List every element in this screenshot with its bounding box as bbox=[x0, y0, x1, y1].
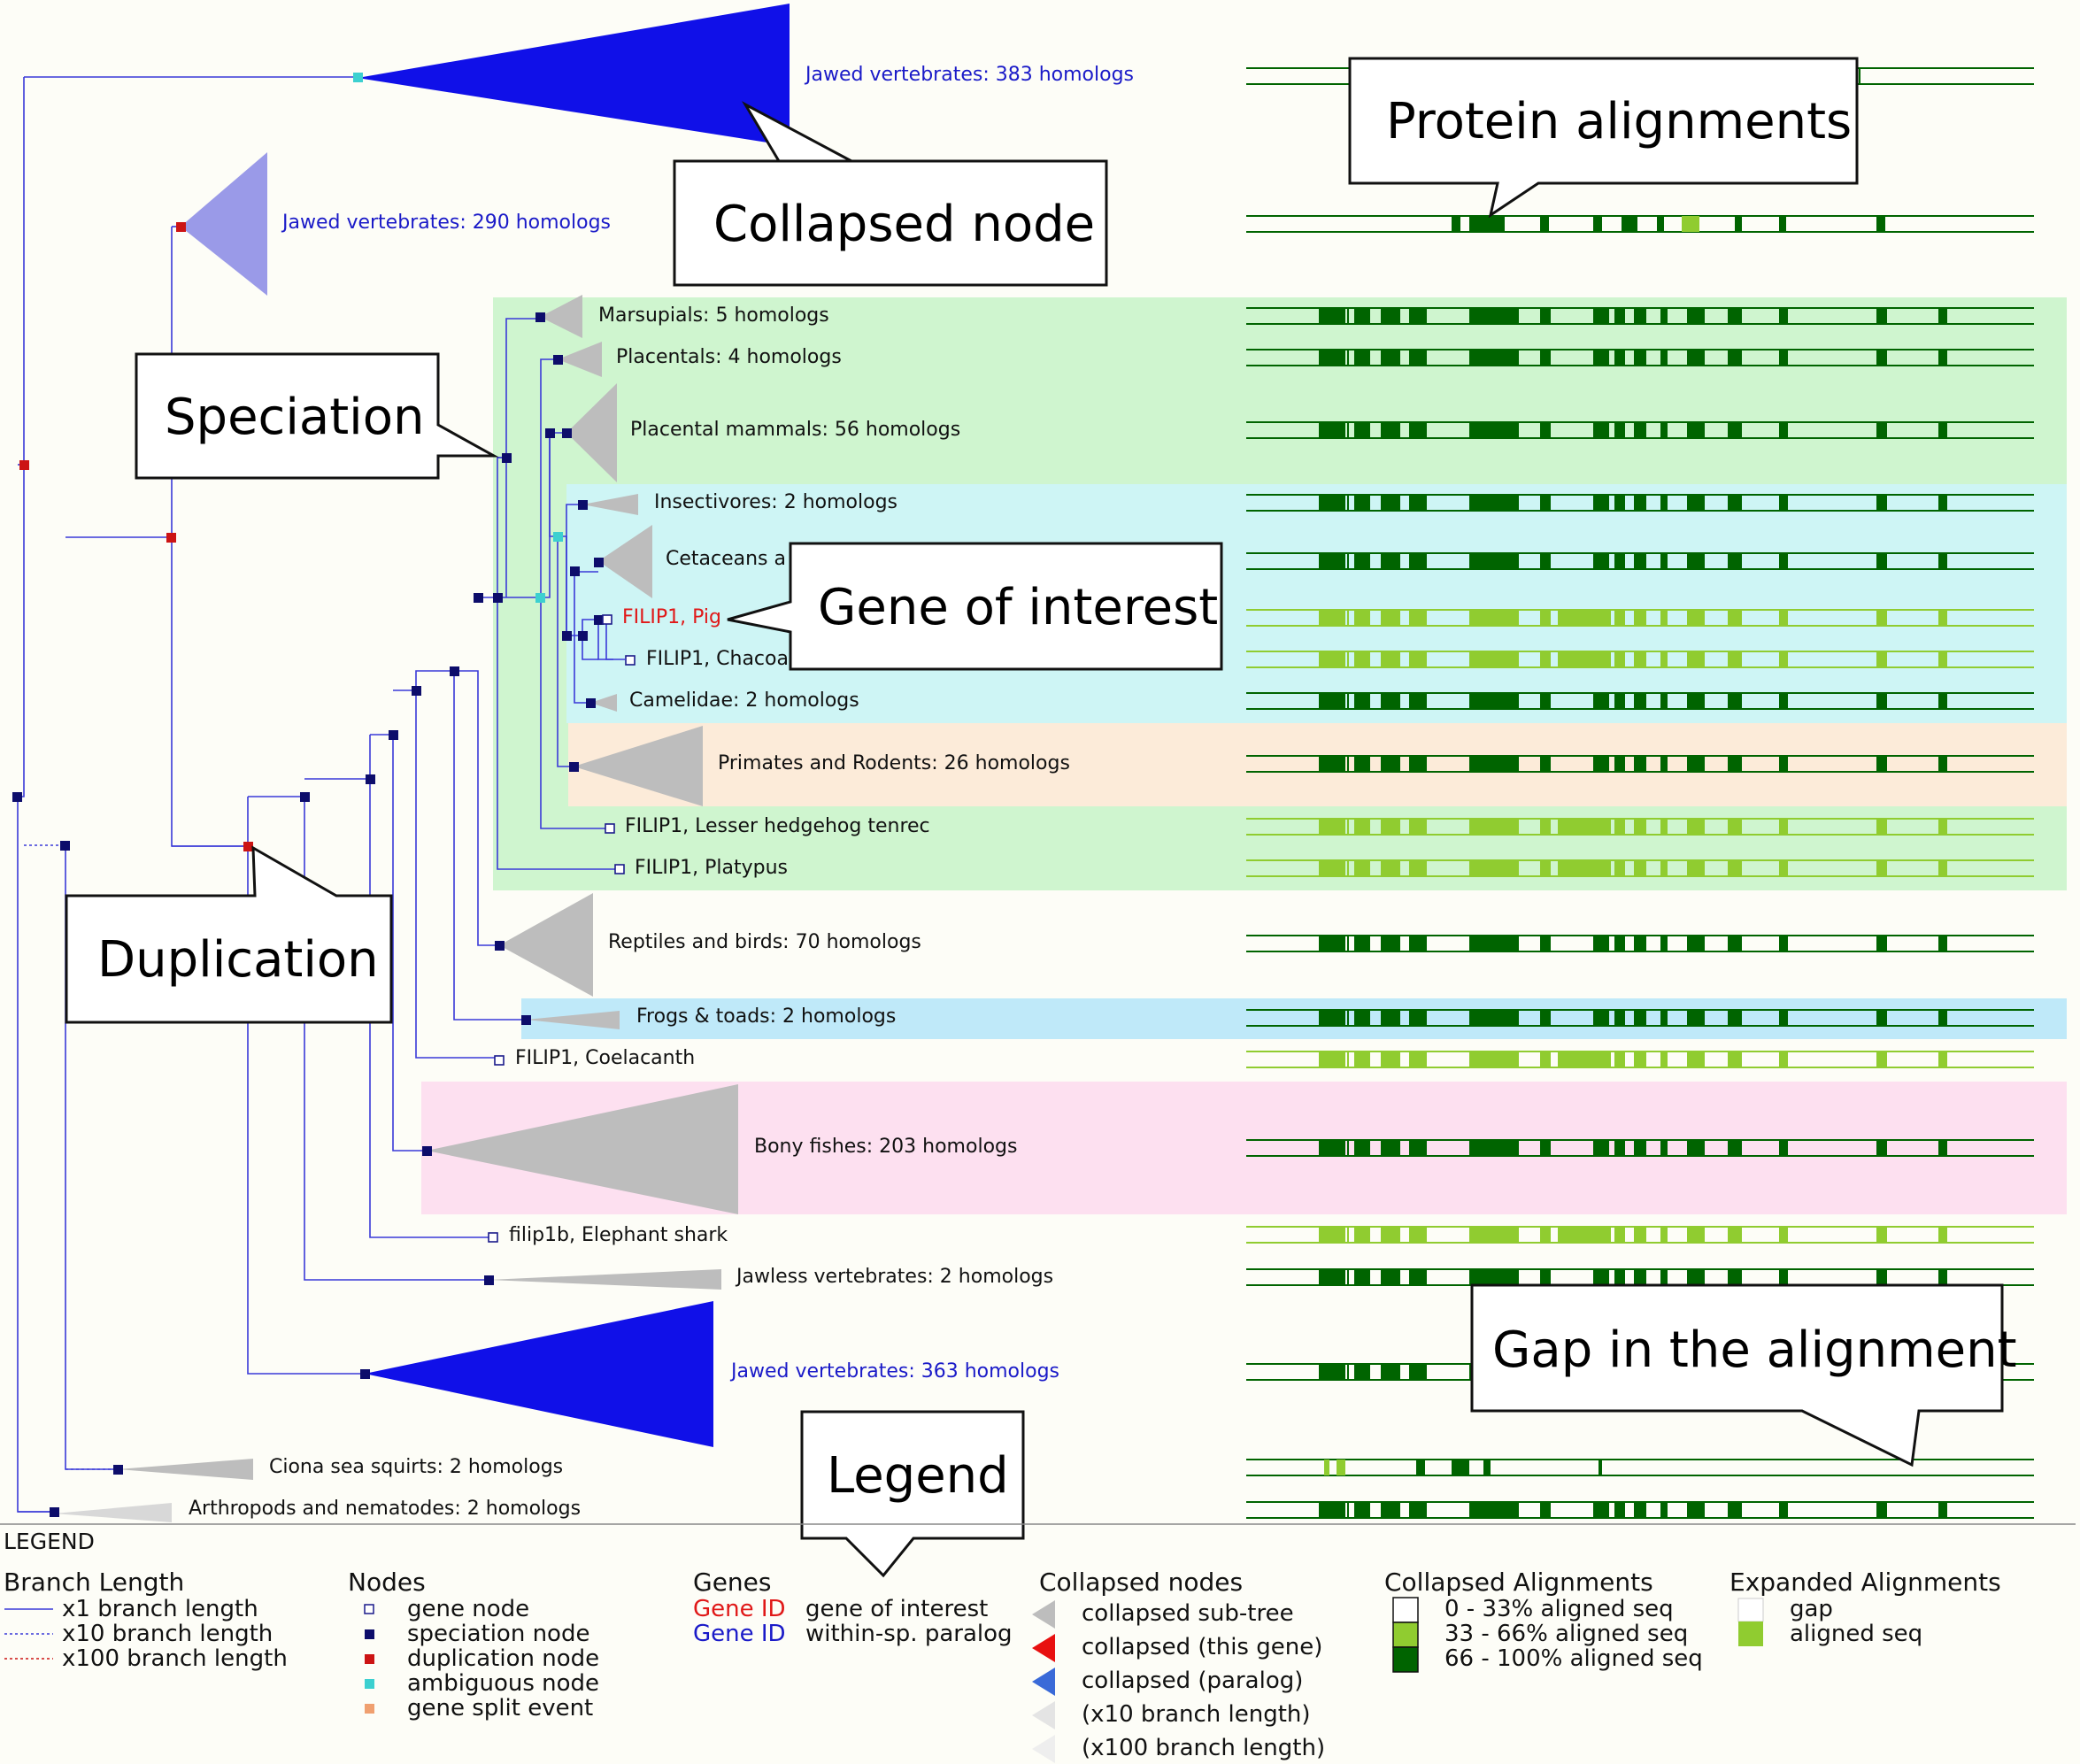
legend-ea-aligned: aligned seq bbox=[1790, 1621, 1923, 1647]
legend-ca-high: 66 - 100% aligned seq bbox=[1444, 1645, 1703, 1672]
tri-placental-mammals bbox=[566, 383, 617, 482]
legend-node-speciation: speciation node bbox=[407, 1621, 590, 1647]
tri-reptiles-birds bbox=[499, 893, 593, 997]
label-insectivores[interactable]: Insectivores: 2 homologs bbox=[654, 491, 897, 513]
tri-frogs bbox=[526, 1011, 620, 1029]
legend-node-ambiguous: ambiguous node bbox=[407, 1670, 600, 1697]
legend-gene-interest: gene of interest bbox=[805, 1596, 989, 1622]
legend-title: LEGEND bbox=[4, 1529, 95, 1554]
callout-text-speciation: Speciation bbox=[165, 389, 425, 446]
legend-ca-low: 0 - 33% aligned seq bbox=[1444, 1596, 1674, 1622]
callout-text-protein-alignments: Protein alignments bbox=[1386, 93, 1853, 150]
label-arthropods[interactable]: Arthropods and nematodes: 2 homologs bbox=[189, 1498, 582, 1520]
callout-legend bbox=[800, 1410, 1025, 1578]
legend-gene-id-blue: Gene ID bbox=[693, 1621, 786, 1647]
label-filip1b-shark[interactable]: filip1b, Elephant shark bbox=[509, 1224, 728, 1246]
label-filip1-platypus[interactable]: FILIP1, Platypus bbox=[635, 857, 789, 879]
leaf-stubs bbox=[605, 625, 626, 660]
gene-leaf-nodes bbox=[488, 614, 636, 1243]
legend-cn-x100: (x100 branch length) bbox=[1082, 1735, 1326, 1761]
tri-jawless bbox=[489, 1269, 721, 1290]
label-placental-mammals[interactable]: Placental mammals: 56 homologs bbox=[630, 419, 961, 441]
callout-duplication bbox=[65, 845, 393, 1024]
legend-branch-x1: x1 branch length bbox=[62, 1596, 258, 1622]
legend-collapsed-align-head: Collapsed Alignments bbox=[1384, 1568, 1653, 1597]
legend-branch-x10: x10 branch length bbox=[62, 1621, 273, 1647]
node-markers bbox=[12, 73, 604, 1517]
callout-text-collapsed-node: Collapsed node bbox=[713, 196, 1096, 253]
label-marsupials[interactable]: Marsupials: 5 homologs bbox=[598, 304, 829, 327]
callout-text-gap: Gap in the alignment bbox=[1492, 1321, 2017, 1379]
tri-marsupials bbox=[540, 295, 582, 338]
callout-text-legend: Legend bbox=[827, 1447, 1009, 1505]
label-reptiles-birds[interactable]: Reptiles and birds: 70 homologs bbox=[608, 931, 921, 953]
collapsed-triangles bbox=[54, 4, 790, 1522]
tri-jv383 bbox=[358, 4, 790, 146]
legend-node-duplication: duplication node bbox=[407, 1645, 600, 1672]
tri-primates-rodents bbox=[574, 726, 703, 806]
callout-text-duplication: Duplication bbox=[97, 931, 379, 989]
legend-collapsed-nodes-head: Collapsed nodes bbox=[1039, 1568, 1244, 1597]
label-filip1-chacoan[interactable]: FILIP1, Chacoa bbox=[646, 648, 789, 670]
callout-gene-of-interest bbox=[727, 542, 1223, 671]
label-jv290[interactable]: Jawed vertebrates: 290 homologs bbox=[282, 212, 612, 234]
tri-camelidae bbox=[590, 694, 617, 712]
label-bony-fishes[interactable]: Bony fishes: 203 homologs bbox=[754, 1136, 1018, 1158]
legend-node-gene: gene node bbox=[407, 1596, 530, 1622]
tri-cetaceans bbox=[598, 525, 652, 598]
tri-jv290 bbox=[181, 152, 267, 296]
callout-collapsed-node bbox=[673, 101, 1108, 287]
legend-cn-paralog: collapsed (paralog) bbox=[1082, 1668, 1304, 1694]
tri-jv363 bbox=[365, 1301, 713, 1447]
label-jawless[interactable]: Jawless vertebrates: 2 homologs bbox=[736, 1266, 1054, 1288]
legend-symbols bbox=[4, 1597, 1764, 1763]
callout-text-gene-of-interest: Gene of interest bbox=[818, 579, 1219, 636]
legend-node-split: gene split event bbox=[407, 1695, 594, 1722]
tri-placentals bbox=[558, 342, 602, 377]
legend-nodes-head: Nodes bbox=[348, 1568, 426, 1597]
label-ciona[interactable]: Ciona sea squirts: 2 homologs bbox=[269, 1456, 564, 1478]
legend-gene-paralog: within-sp. paralog bbox=[805, 1621, 1013, 1647]
label-filip1-pig[interactable]: FILIP1, Pig bbox=[622, 606, 721, 628]
legend-cn-subtree: collapsed sub-tree bbox=[1082, 1600, 1294, 1627]
legend-branch-head: Branch Length bbox=[4, 1568, 185, 1597]
legend-cn-this-gene: collapsed (this gene) bbox=[1082, 1634, 1323, 1660]
legend-genes-head: Genes bbox=[693, 1568, 772, 1597]
label-filip1-tenrec[interactable]: FILIP1, Lesser hedgehog tenrec bbox=[625, 815, 930, 837]
label-cetaceans[interactable]: Cetaceans a bbox=[666, 548, 786, 570]
label-frogs-toads[interactable]: Frogs & toads: 2 homologs bbox=[636, 1005, 897, 1028]
label-camelidae[interactable]: Camelidae: 2 homologs bbox=[629, 689, 859, 712]
band-primates-rodents bbox=[568, 723, 2067, 806]
alignment-rows bbox=[1246, 67, 2034, 1519]
callout-gap bbox=[1470, 1283, 2004, 1467]
callout-speciation bbox=[135, 352, 499, 480]
label-jv383[interactable]: Jawed vertebrates: 383 homologs bbox=[805, 64, 1135, 86]
legend-branch-x100: x100 branch length bbox=[62, 1645, 288, 1672]
label-placentals[interactable]: Placentals: 4 homologs bbox=[616, 346, 842, 368]
tri-insectivores bbox=[582, 494, 638, 515]
label-primates-rodents[interactable]: Primates and Rodents: 26 homologs bbox=[718, 752, 1070, 774]
label-jv363[interactable]: Jawed vertebrates: 363 homologs bbox=[731, 1360, 1060, 1383]
legend-expanded-align-head: Expanded Alignments bbox=[1729, 1568, 2001, 1597]
legend-ca-mid: 33 - 66% aligned seq bbox=[1444, 1621, 1689, 1647]
legend-cn-x10: (x10 branch length) bbox=[1082, 1701, 1311, 1728]
callout-protein-alignments bbox=[1348, 57, 1859, 219]
callout-shapes bbox=[65, 57, 2004, 1578]
tri-bony-fishes bbox=[427, 1084, 738, 1214]
band-frogs bbox=[521, 998, 2067, 1039]
label-filip1-coelacanth[interactable]: FILIP1, Coelacanth bbox=[515, 1047, 696, 1069]
legend-ea-gap: gap bbox=[1790, 1596, 1833, 1622]
tri-arthropods bbox=[54, 1503, 172, 1522]
legend-gene-id-red: Gene ID bbox=[693, 1596, 786, 1622]
tri-ciona bbox=[118, 1459, 253, 1480]
